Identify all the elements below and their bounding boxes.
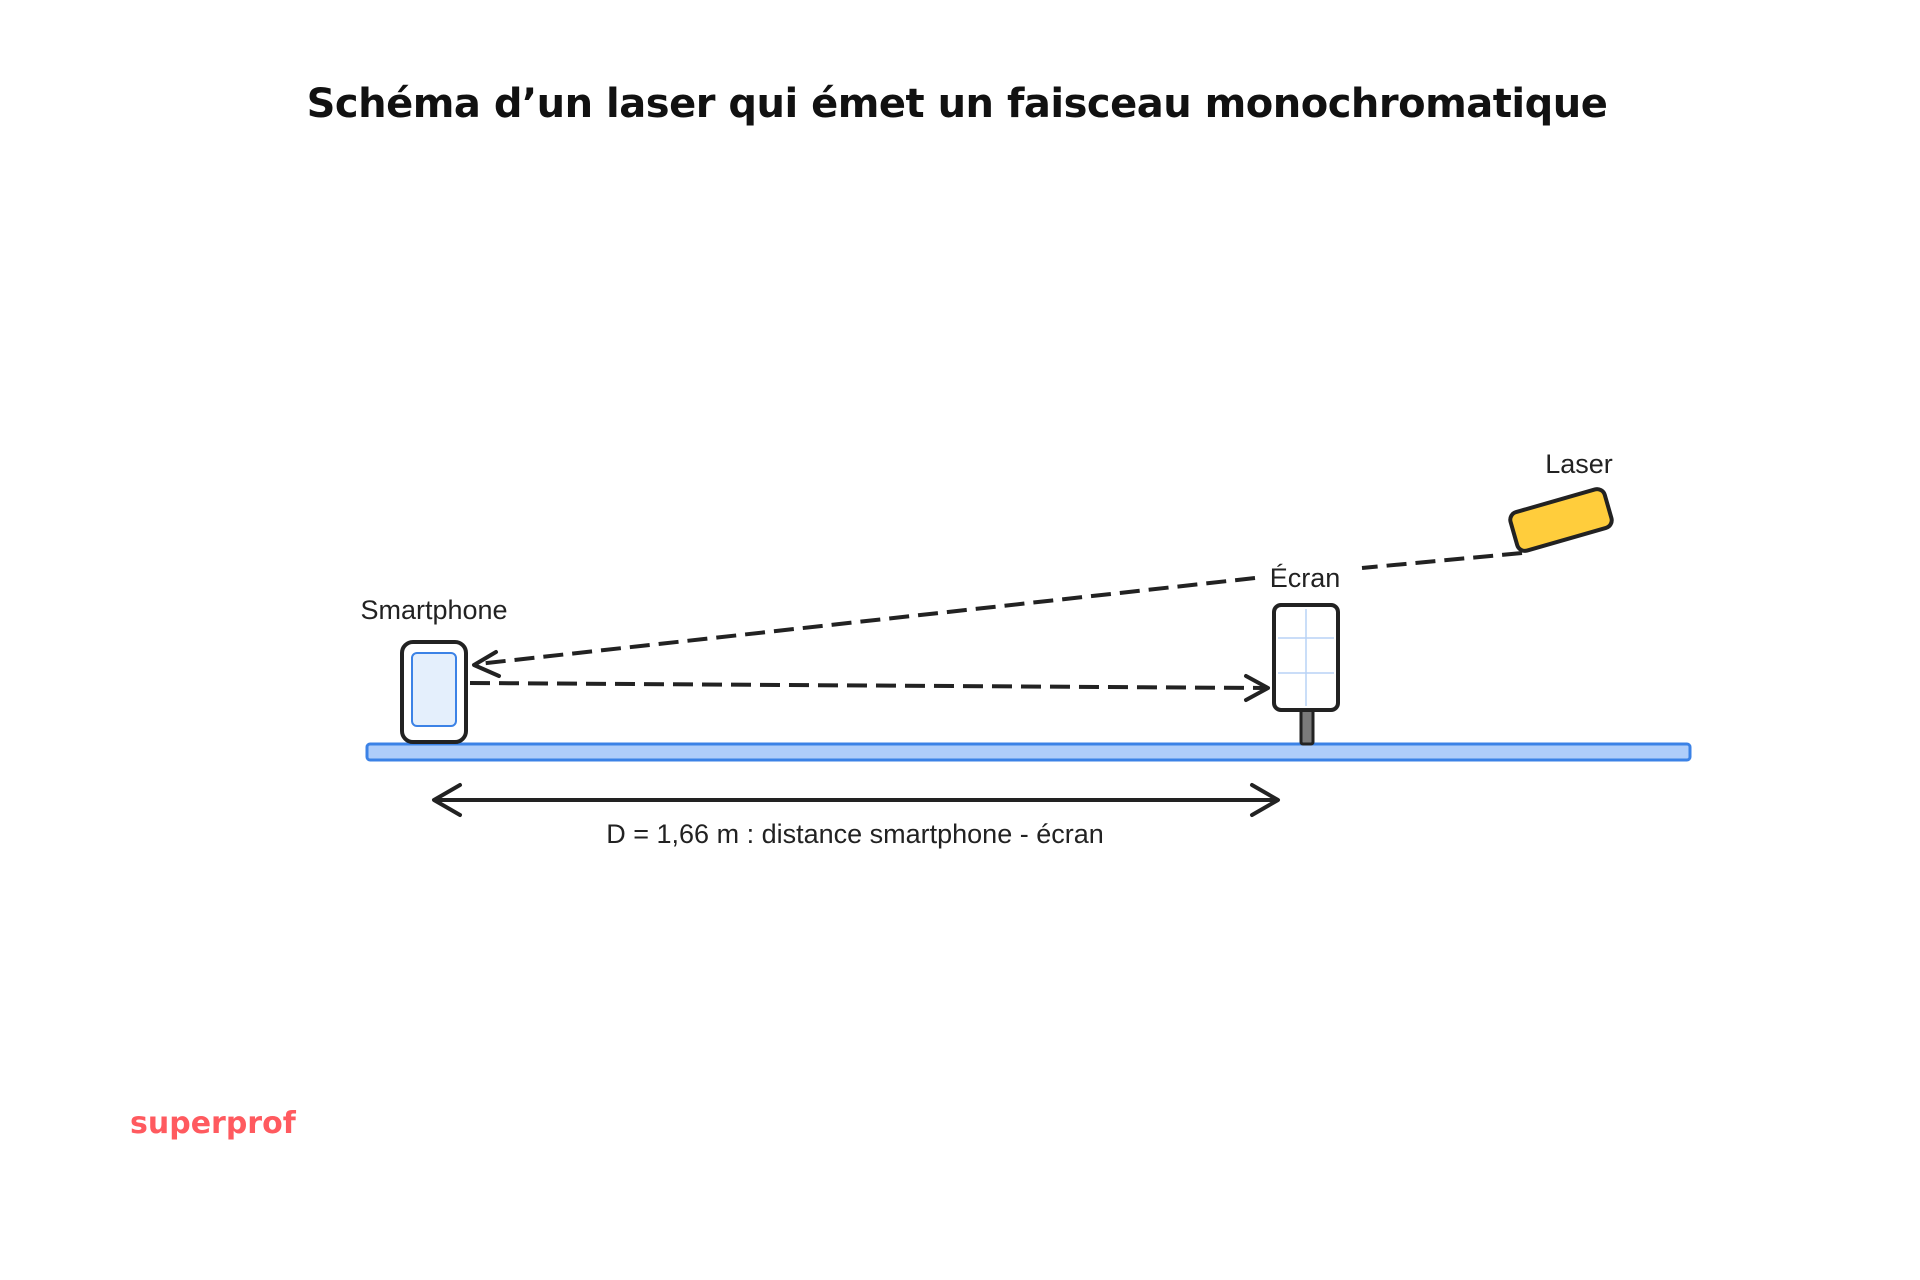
laser-device — [1508, 487, 1614, 553]
brand-logo: superprof — [130, 1106, 297, 1141]
distance-arrowhead-right — [1250, 783, 1280, 817]
distance-label: D = 1,66 m : distance smartphone - écran — [606, 819, 1104, 849]
laser-label: Laser — [1545, 449, 1613, 479]
beam-arrowhead-smartphone — [472, 650, 501, 678]
smartphone-device — [400, 640, 468, 744]
smartphone-label: Smartphone — [360, 595, 507, 625]
screen-stand — [1299, 706, 1315, 746]
laser-beam-to-smartphone — [477, 576, 1256, 666]
beam-smartphone-to-screen — [469, 681, 1265, 690]
distance-arrowhead-left — [432, 783, 462, 817]
screen-label: Écran — [1270, 563, 1341, 593]
laser-beam-to-smartphone — [1361, 551, 1523, 570]
smartphone-screen — [411, 652, 457, 727]
beam-arrowhead-screen — [1244, 674, 1270, 702]
diagram-title: Schéma d’un laser qui émet un faisceau m… — [307, 81, 1608, 127]
table-bench — [365, 742, 1692, 762]
laser-body — [1508, 487, 1614, 553]
screen-device — [1272, 603, 1340, 746]
